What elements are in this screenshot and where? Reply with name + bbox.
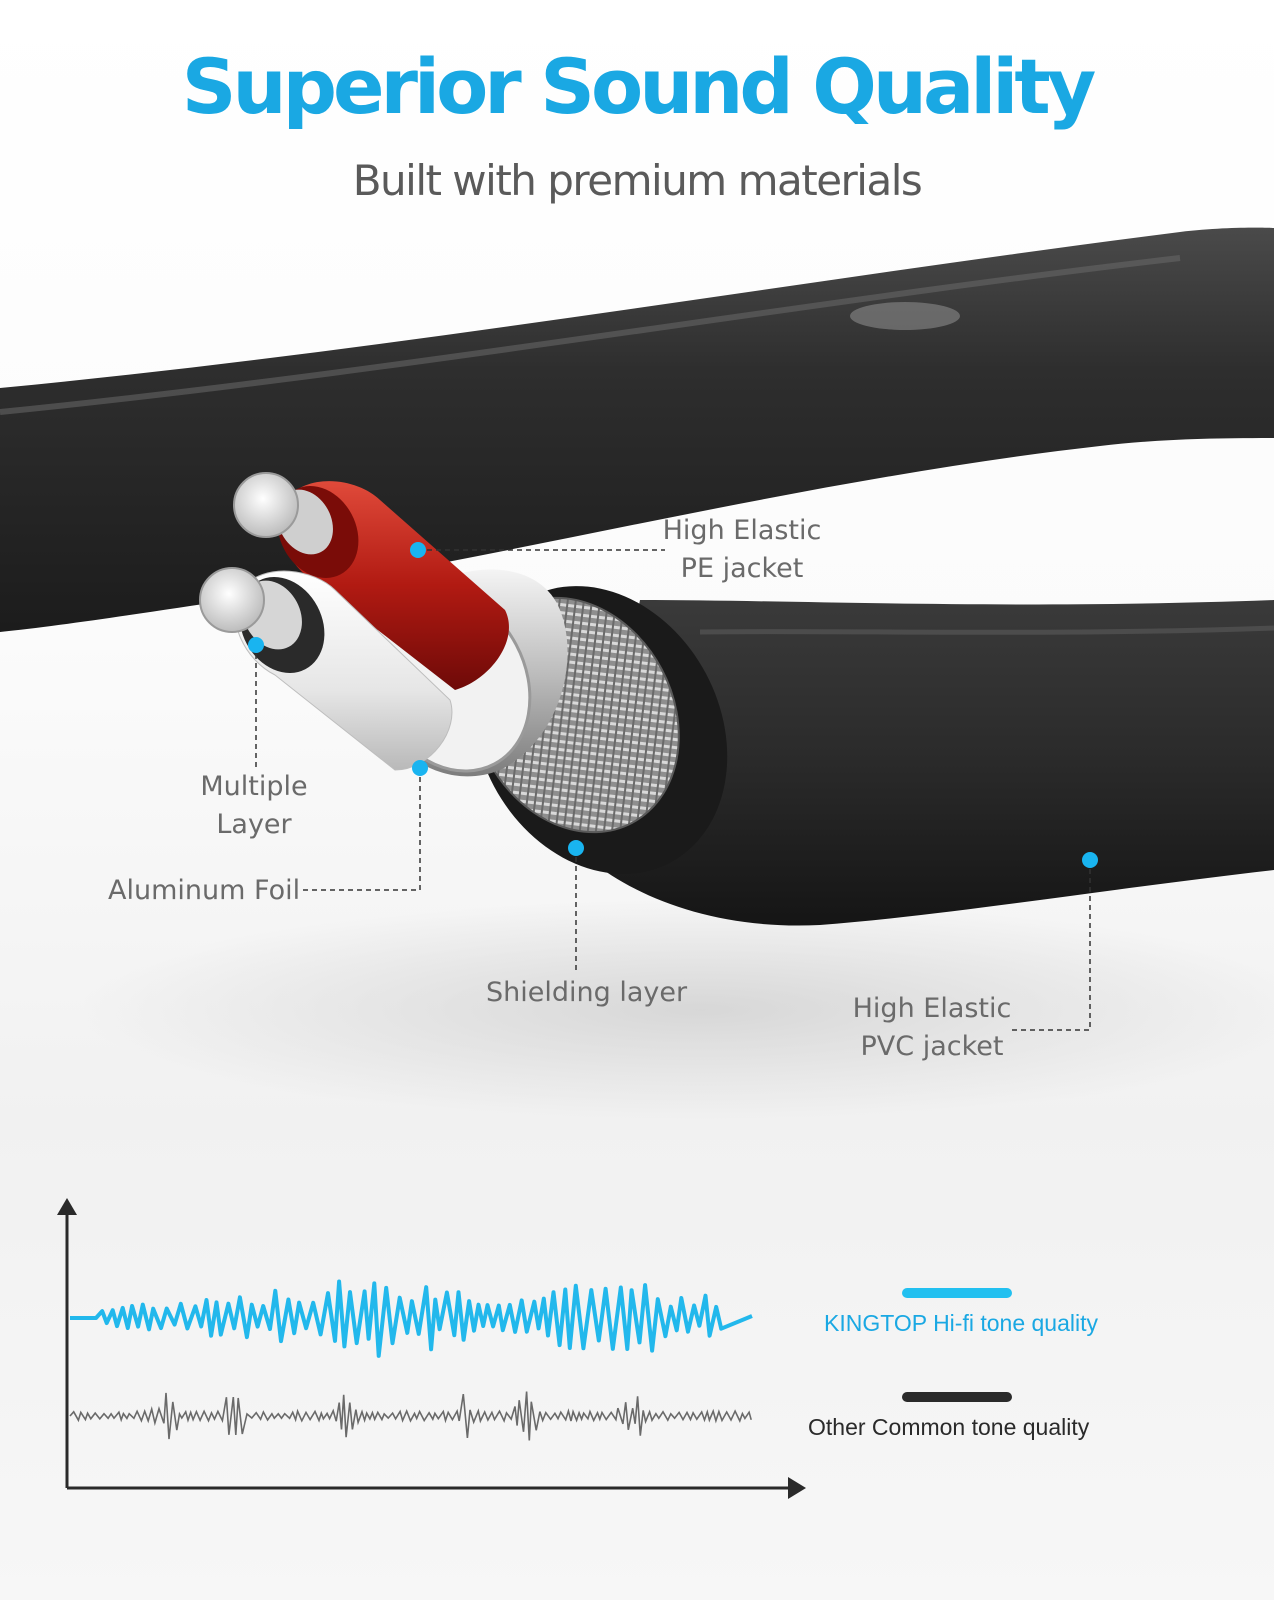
callout-aluminum-foil: Aluminum Foil xyxy=(108,875,301,906)
dot-aluminum-foil xyxy=(412,760,428,776)
page-title: Superior Sound Quality xyxy=(181,42,1096,131)
cable-upper-run xyxy=(0,227,1274,632)
leader-aluminum-foil xyxy=(302,768,421,891)
callout-pvc-jacket-line2: PVC jacket xyxy=(860,1031,1004,1062)
page-subtitle: Built with premium materials xyxy=(352,156,923,205)
dot-shielding-layer xyxy=(568,840,584,856)
cable-lower-highlight xyxy=(699,625,1274,635)
hifi-waveform xyxy=(70,1279,753,1358)
callout-pvc-jacket: High Elastic PVC jacket xyxy=(852,990,1012,1066)
common-legend-label: Other Common tone quality xyxy=(808,1414,1090,1440)
callout-multiple-layer: Multiple Layer xyxy=(184,768,324,844)
hifi-legend-label: KINGTOP Hi-fi tone quality xyxy=(824,1310,1098,1336)
dot-multiple-layer xyxy=(248,637,264,653)
dot-pvc-jacket xyxy=(1082,852,1098,868)
callout-pe-jacket: High Elastic PE jacket xyxy=(662,512,822,588)
dot-pe-jacket xyxy=(410,542,426,558)
common-waveform xyxy=(69,1391,752,1441)
floor-shadow xyxy=(80,900,1274,1120)
callout-multiple-layer-line1: Multiple xyxy=(200,771,308,802)
cable-lower-run xyxy=(590,600,1274,926)
y-axis-arrow-icon xyxy=(57,1198,77,1215)
callout-shielding-layer: Shielding layer xyxy=(486,977,688,1008)
callout-pvc-jacket-line1: High Elastic xyxy=(852,993,1012,1024)
callout-multiple-layer-line2: Layer xyxy=(216,809,292,840)
cable-glare xyxy=(850,302,960,330)
cable-upper-highlight xyxy=(0,255,1181,415)
callout-pe-jacket-line2: PE jacket xyxy=(680,553,804,584)
red-core-tip xyxy=(233,472,299,538)
white-core-tip xyxy=(199,567,265,633)
x-axis-arrow-icon xyxy=(788,1477,806,1499)
callout-pe-jacket-line1: High Elastic xyxy=(662,515,822,546)
leader-pvc-jacket xyxy=(1012,860,1091,1031)
hifi-legend-swatch xyxy=(902,1288,1012,1298)
common-legend-swatch xyxy=(902,1392,1012,1402)
